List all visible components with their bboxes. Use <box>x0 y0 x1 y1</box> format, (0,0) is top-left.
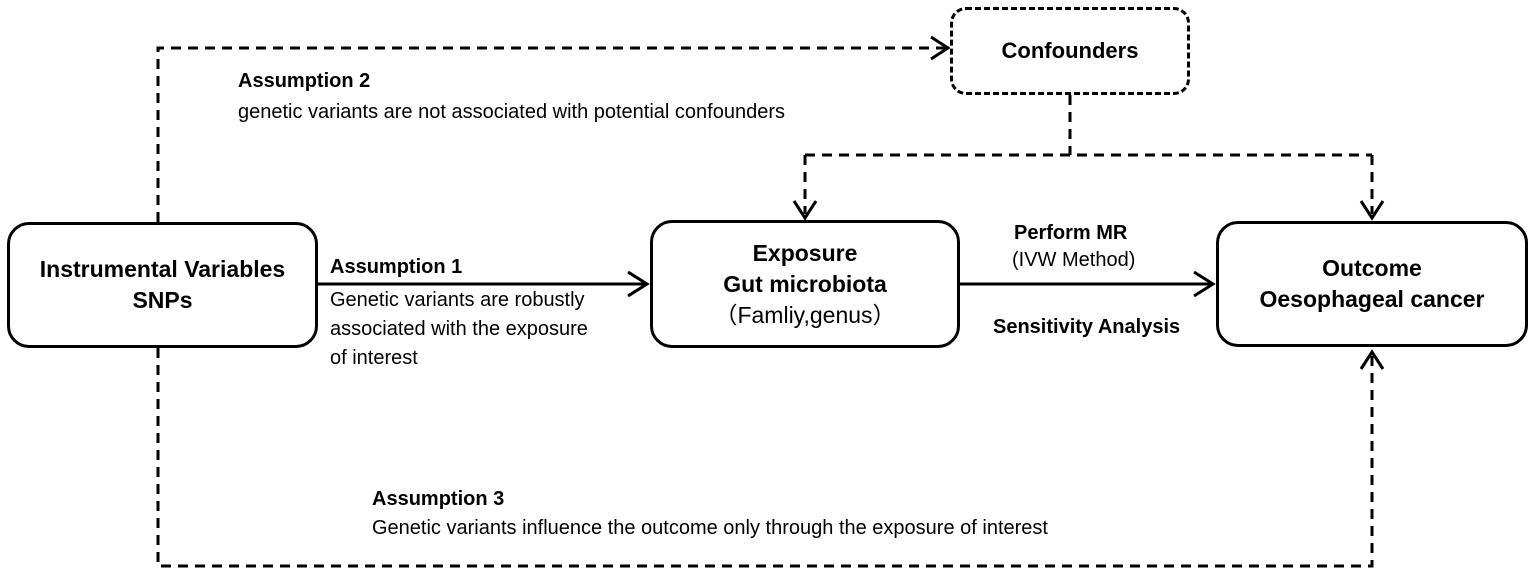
assumption-2-title: Assumption 2 <box>238 70 371 92</box>
assumption-1-line-2: associated with the exposure <box>330 318 588 340</box>
iv-to-outcome-dashed-arrow <box>156 348 1374 568</box>
oesophageal-cancer-label: Oesophageal cancer <box>1259 286 1485 312</box>
assumption-1-line-1: Genetic variants are robustly <box>330 289 585 311</box>
exposure-arrowhead <box>627 270 650 298</box>
snps-label: SNPs <box>132 287 193 313</box>
confounders-arrowhead <box>930 35 951 61</box>
outcome-bottom-arrowhead <box>1359 349 1385 370</box>
assumption-1-line-3: of interest <box>330 347 418 369</box>
ivw-method-label: (IVW Method) <box>1012 249 1136 271</box>
exposure-label: Exposure <box>752 239 858 266</box>
sensitivity-analysis-label: Sensitivity Analysis <box>993 316 1181 338</box>
gut-microbiota-label: Gut microbiota <box>723 270 887 297</box>
exposure-box: Exposure Gut microbiota （Famliy,genus） <box>650 220 960 348</box>
assumption-1-title: Assumption 1 <box>330 256 463 278</box>
confounders-box: Confounders <box>950 7 1190 95</box>
family-genus-label: （Famliy,genus） <box>714 301 896 328</box>
assumption-2-text: genetic variants are not associated with… <box>238 101 786 123</box>
outcome-arrowhead <box>1193 270 1216 298</box>
outcome-box: Outcome Oesophageal cancer <box>1216 221 1528 347</box>
confounders-label: Confounders <box>1001 38 1139 63</box>
outcome-top-arrowhead <box>1359 200 1385 221</box>
assumption-3-text: Genetic variants influence the outcome o… <box>372 517 1048 539</box>
outcome-label: Outcome <box>1322 255 1422 281</box>
confounders-split-dashed-line <box>803 95 1374 214</box>
instrumental-variables-label: Instrumental Variables <box>39 256 286 282</box>
perform-mr-label: Perform MR <box>1014 222 1128 244</box>
assumption-3-title: Assumption 3 <box>372 488 505 510</box>
iv-to-confounders-dashed-arrow <box>156 46 946 222</box>
exposure-top-arrowhead <box>792 200 818 221</box>
instrumental-variables-box: Instrumental Variables SNPs <box>7 222 318 348</box>
